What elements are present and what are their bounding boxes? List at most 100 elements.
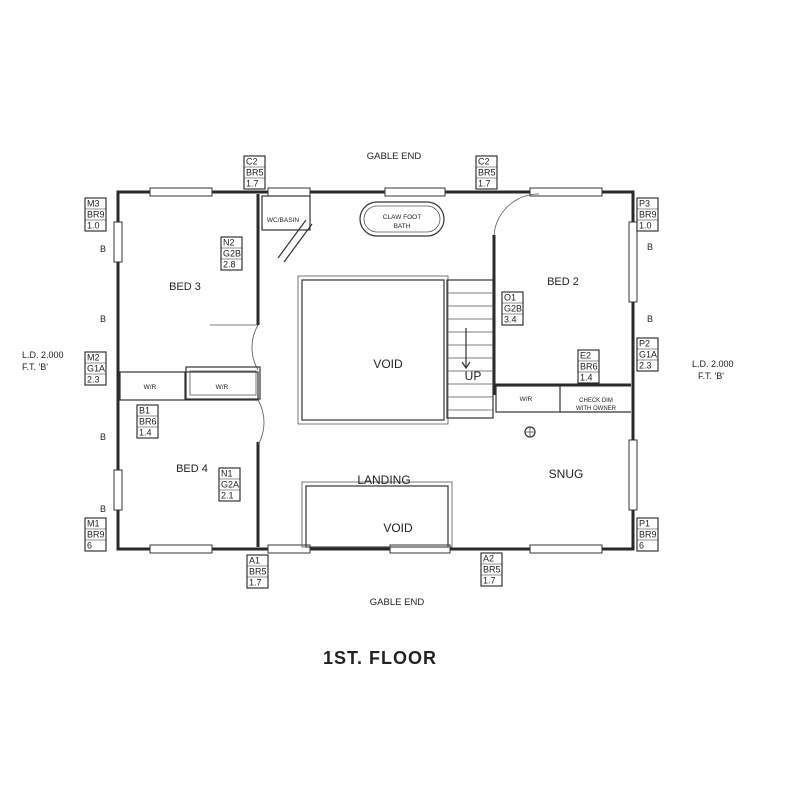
window-tag-text: BR6 bbox=[580, 362, 598, 372]
b-marker: B bbox=[100, 314, 106, 324]
window-tag-text: 2.3 bbox=[87, 375, 100, 385]
b-markers: B B B B B B bbox=[100, 242, 653, 514]
window-tag-text: 6 bbox=[639, 541, 644, 551]
wardrobe-block-left bbox=[119, 371, 259, 401]
wardrobe-block-right bbox=[495, 385, 561, 413]
window-tag-text: 1.7 bbox=[249, 578, 262, 588]
window-tag-text: 1.7 bbox=[478, 179, 491, 189]
gable-end-bottom: GABLE END bbox=[370, 597, 425, 608]
window-tag-text: BR9 bbox=[87, 530, 105, 540]
side-note-left-1: L.D. 2.000 bbox=[22, 350, 64, 360]
window-tag-text: BR5 bbox=[478, 168, 496, 178]
room-void-lower: VOID bbox=[383, 521, 413, 535]
window-tag-text: G2B bbox=[504, 304, 522, 314]
window-tag-text: 1.0 bbox=[639, 221, 652, 231]
window-tag-text: N1 bbox=[221, 469, 233, 479]
window-tag-text: G2A bbox=[221, 480, 239, 490]
bath-label-2: BATH bbox=[394, 223, 411, 230]
wir-right-label: W/R bbox=[520, 396, 533, 403]
window-tag-text: 3.4 bbox=[504, 315, 517, 325]
window-tag-text: BR9 bbox=[87, 210, 105, 220]
window-tag-text: 1.0 bbox=[87, 221, 100, 231]
b-marker: B bbox=[647, 242, 653, 252]
wc-basin-label: WC/BASIN bbox=[267, 217, 299, 224]
door-swings bbox=[210, 193, 540, 446]
void-upper bbox=[301, 279, 445, 421]
window-tag-text: E2 bbox=[580, 351, 591, 361]
window-tag-text: P3 bbox=[639, 199, 650, 209]
window-tag-text: 1.4 bbox=[139, 428, 152, 438]
window-tag-text: BR5 bbox=[483, 565, 501, 575]
window-tag-text: M2 bbox=[87, 353, 100, 363]
bottom-windows bbox=[149, 544, 603, 554]
window-tag-text: 2.8 bbox=[223, 260, 236, 270]
staircase bbox=[446, 279, 494, 419]
window-tag-text: A1 bbox=[249, 556, 260, 566]
interior-walls bbox=[119, 194, 631, 547]
wir-mid-label: W/R bbox=[216, 384, 229, 391]
side-note-left-2: F.T. 'B' bbox=[22, 362, 48, 372]
room-snug: SNUG bbox=[549, 467, 584, 481]
side-note-right-1: L.D. 2.000 bbox=[692, 359, 734, 369]
window-tag-text: N2 bbox=[223, 238, 235, 248]
window-tag-text: BR5 bbox=[249, 567, 267, 577]
room-bed2: BED 2 bbox=[547, 276, 579, 288]
window-tag-text: 2.3 bbox=[639, 361, 652, 371]
window-tag-text: G1A bbox=[87, 364, 105, 374]
window-tag-text: M1 bbox=[87, 519, 100, 529]
claw-foot-bath bbox=[359, 201, 445, 237]
window-tag-text: C2 bbox=[478, 157, 490, 167]
gable-end-top: GABLE END bbox=[367, 151, 422, 162]
window-tag-text: 6 bbox=[87, 541, 92, 551]
window-tag-text: 1.4 bbox=[580, 373, 593, 383]
void-lower bbox=[305, 485, 449, 548]
window-tags: C2BR51.7C2BR51.7M3BR91.0P3BR91.0N2G2B2.8… bbox=[84, 155, 659, 589]
room-bed4: BED 4 bbox=[176, 463, 208, 475]
window-tag-text: P1 bbox=[639, 519, 650, 529]
b-marker: B bbox=[100, 432, 106, 442]
wir-left-label: W/R bbox=[144, 384, 157, 391]
window-tag-text: BR9 bbox=[639, 530, 657, 540]
window-tag-text: 1.7 bbox=[483, 576, 496, 586]
plan-title: 1ST. FLOOR bbox=[323, 648, 437, 668]
b-marker: B bbox=[100, 244, 106, 254]
check-dim-label-1: CHECK DIM bbox=[579, 398, 613, 404]
window-tag-text: BR5 bbox=[246, 168, 264, 178]
window-tag-text: G1A bbox=[639, 350, 657, 360]
room-void-upper: VOID bbox=[373, 357, 403, 371]
check-dim-label-2: WITH OWNER bbox=[576, 406, 617, 412]
window-tag-text: P2 bbox=[639, 339, 650, 349]
window-tag-text: 2.1 bbox=[221, 491, 234, 501]
wc-basin-fixture bbox=[261, 195, 313, 263]
b-marker: B bbox=[647, 314, 653, 324]
stairs-up-label: UP bbox=[465, 369, 482, 383]
room-landing: LANDING bbox=[357, 473, 410, 487]
window-tag-text: A2 bbox=[483, 554, 494, 564]
b-marker: B bbox=[100, 504, 106, 514]
window-tag-text: BR6 bbox=[139, 417, 157, 427]
wardrobe-centre bbox=[185, 366, 261, 400]
window-tag-text: B1 bbox=[139, 406, 150, 416]
room-bed3: BED 3 bbox=[169, 281, 201, 293]
outer-wall bbox=[116, 190, 635, 551]
bath-label-1: CLAW FOOT bbox=[383, 214, 421, 221]
window-tag-text: O1 bbox=[504, 293, 516, 303]
window-tag-text: G2B bbox=[223, 249, 241, 259]
window-tag-text: BR9 bbox=[639, 210, 657, 220]
